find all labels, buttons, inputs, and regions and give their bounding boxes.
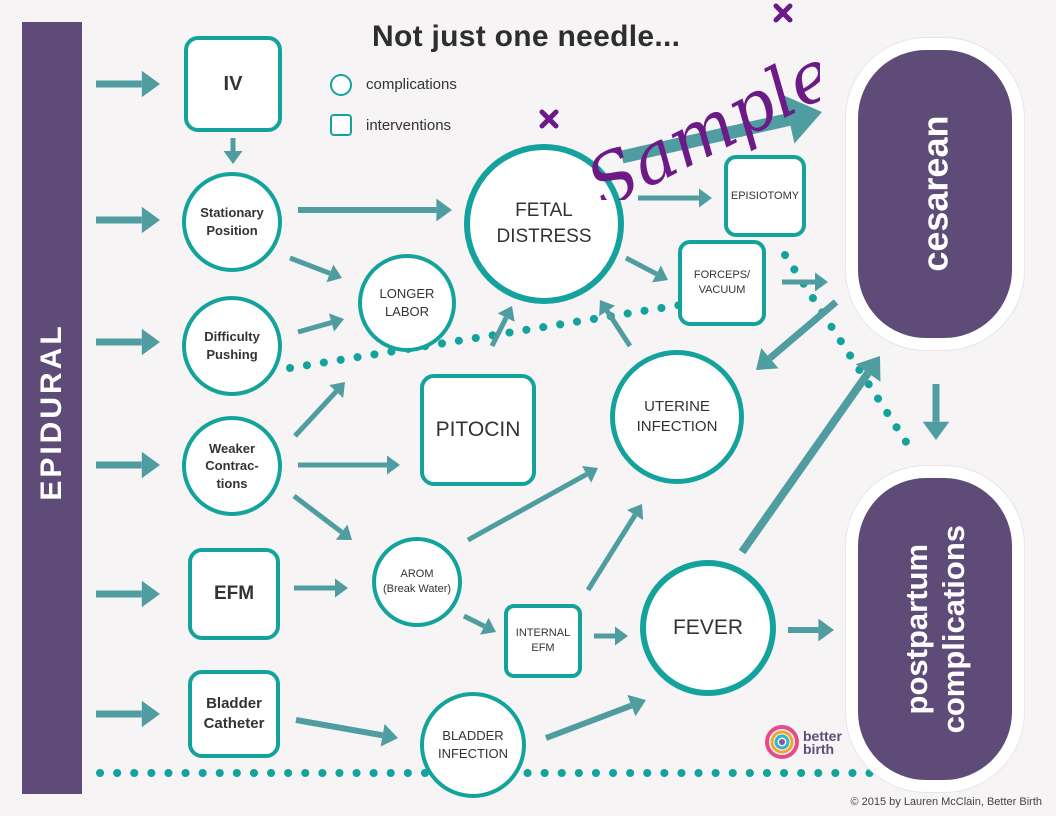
legend-circle-icon — [330, 74, 352, 96]
epidural-bar — [22, 22, 82, 794]
node-forceps-vacuum: FORCEPS/ VACUUM — [678, 240, 766, 326]
cesarean-label: cesarean — [914, 115, 956, 273]
node-weaker-contractions: Weaker Contrac-tions — [182, 416, 282, 516]
node-fetal-distress: FETAL DISTRESS — [464, 144, 624, 304]
node-bladder-catheter: Bladder Catheter — [188, 670, 280, 758]
arrow-epidural-3-head — [141, 451, 160, 479]
arrow-uterine-to-fetal-head — [599, 300, 616, 317]
node-episiotomy: EPISIOTOMY — [724, 155, 806, 237]
arrow-fever-to-cesarean-head — [855, 356, 881, 382]
arrow-longer-to-fetal-head — [497, 306, 515, 322]
arrow-epidural-0-head — [141, 70, 160, 98]
node-uterine-infection: UTERINE INFECTION — [610, 350, 744, 484]
node-pitocin: PITOCIN — [420, 374, 536, 486]
node-internal-efm: INTERNAL EFM — [504, 604, 582, 678]
node-arom: AROM (Break Water) — [372, 537, 462, 627]
dotted-path-episiotomy-to-postpartum — [781, 251, 914, 452]
node-stationary-position: Stationary Position — [182, 172, 282, 272]
arrow-weaker-to-arom-head — [335, 524, 352, 540]
arrow-internal-to-uterine-shaft — [585, 513, 638, 592]
arrow-uterine-to-fetal-shaft — [605, 309, 633, 348]
arom-sublabel: (Break Water) — [382, 583, 452, 595]
arrow-fever-to-postpartum-head — [818, 618, 834, 642]
arom-label: AROM — [400, 568, 434, 581]
arrow-internal-to-fever-head — [615, 626, 628, 646]
arrow-forceps-to-cesarean-head — [815, 272, 828, 292]
node-efm: EFM — [188, 548, 280, 640]
arrow-internal-to-uterine-head — [627, 504, 644, 521]
better-birth-logo-text: better birth — [803, 728, 842, 758]
outcome-cesarean: cesarean — [846, 38, 1024, 350]
arrow-catheter-to-bladder-head — [380, 724, 398, 747]
watermark-text: Sample — [573, 32, 820, 200]
arrow-weaker-to-arom-shaft — [292, 494, 344, 535]
postpartum-label-line1: postpartum — [898, 543, 934, 715]
arrow-bladder-to-fever-head — [627, 694, 646, 717]
postpartum-label-line2: complications — [936, 524, 971, 734]
arrow-fetal-to-episiotomy-head — [699, 188, 712, 208]
arrow-catheter-to-bladder-shaft — [295, 717, 384, 739]
arrow-cesarean-to-uterine-head — [756, 348, 779, 370]
arrow-pushing-to-longer-head — [328, 313, 344, 332]
legend-complications: complications — [366, 76, 457, 93]
arrow-stationary-to-fetal-head — [436, 198, 452, 222]
postpartum-label: postpartum complications — [898, 525, 972, 733]
arrow-pushing-to-longer-shaft — [297, 320, 333, 335]
dotted-path-pushing-to-forceps — [286, 301, 684, 372]
logo-line2: birth — [803, 741, 835, 758]
arrow-arom-to-uterine-shaft — [466, 472, 588, 543]
node-bladder-infection: BLADDER INFECTION — [420, 692, 526, 798]
node-longer-labor: LONGER LABOR — [358, 254, 456, 352]
node-difficulty-pushing: Difficulty Pushing — [182, 296, 282, 396]
arrow-weaker-to-pitocin-head — [387, 455, 400, 475]
arrow-epidural-5-head — [141, 700, 160, 728]
arrow-arom-to-uterine-head — [582, 465, 598, 483]
node-fever: FEVER — [640, 560, 776, 696]
arrow-weaker-to-longer-shaft — [293, 389, 339, 438]
arrow-bladder-to-fever-shaft — [544, 702, 633, 741]
arrow-fetal-to-forceps-head — [652, 265, 668, 283]
arrow-epidural-4-head — [141, 580, 160, 608]
arrow-arom-to-internal-shaft — [462, 613, 486, 629]
arrow-fever-to-cesarean-shaft — [738, 370, 872, 555]
arrow-fetal-to-forceps-shaft — [624, 255, 658, 277]
arrow-cesarean-to-postpartum-head — [922, 421, 950, 440]
outcome-postpartum-complications: postpartum complications — [846, 466, 1024, 792]
arrow-fetal-to-cesarean-head — [783, 95, 822, 144]
arrow-iv-to-stationary-head — [223, 151, 243, 164]
arrow-cesarean-to-uterine-shaft — [767, 299, 839, 361]
arrow-fetal-to-cesarean-shaft — [620, 113, 791, 164]
arrow-stationary-to-longer-shaft — [289, 255, 331, 276]
arrow-arom-to-internal-head — [480, 617, 496, 635]
arrow-longer-to-fetal-shaft — [489, 316, 509, 348]
legend-square-icon — [330, 114, 352, 136]
arrow-weaker-to-longer-head — [329, 382, 345, 398]
arrow-efm-to-arom-head — [335, 578, 348, 598]
legend-interventions: interventions — [366, 117, 452, 134]
epidural-label: EPIDURAL — [35, 323, 68, 501]
sample-watermark: Sample — [539, 3, 820, 200]
arrow-epidural-1-head — [141, 206, 160, 234]
arrow-epidural-2-head — [141, 328, 160, 356]
copyright-credit: © 2015 by Lauren McClain, Better Birth — [850, 796, 1042, 808]
page-title: Not just one needle... — [372, 20, 681, 53]
node-iv: IV — [184, 36, 282, 132]
better-birth-logo-icon — [765, 725, 799, 759]
arrow-stationary-to-longer-head — [326, 264, 342, 283]
logo-line1: better — [803, 728, 842, 744]
